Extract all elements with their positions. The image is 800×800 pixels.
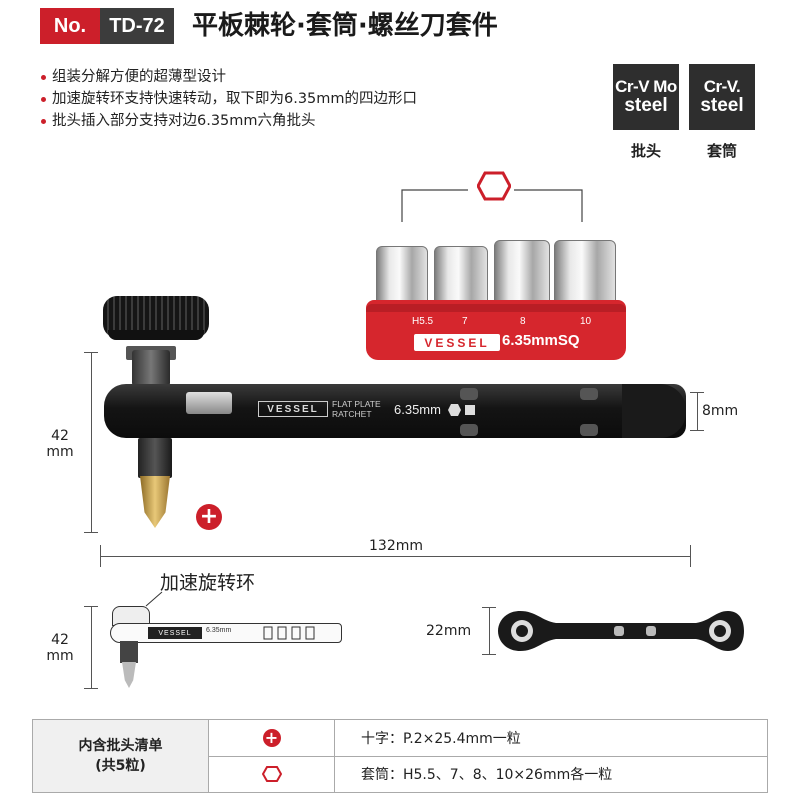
wrench-text-line2: RATCHET [332,409,372,419]
mini-wrench-text: 6.35mm [206,627,232,634]
table-row: 内含批头清单 (共5粒) + 十字：P.2×25.4mm一粒 [32,719,768,793]
rivet [580,388,598,400]
rivet [460,424,478,436]
hexagon-icon [477,171,511,201]
callout-arrow [145,591,163,607]
material-badge-bit: Cr-V Mo steel [613,64,679,130]
material-line2: steel [624,94,668,116]
product-title: 平板棘轮·套筒·螺丝刀套件 [192,11,498,41]
model-no-label: No. [40,8,100,44]
table-row: 套筒：H5.5、7、8、10×26mm各一粒 [33,755,768,793]
feature-item: 加速旋转环支持快速转动，取下即为6.35mm的四边形口 [41,88,562,110]
wrench-brand-logo: VESSEL [258,401,328,417]
rivet [580,424,598,436]
bit-contents-table: 内含批头清单 (共5粒) + 十字：P.2×25.4mm一粒 套筒：H5.5、7… [32,719,768,793]
speed-ring-base [108,330,204,340]
table-cell: 十字：P.2×25.4mm一粒 [334,719,768,757]
ratchet-clip [186,392,232,414]
holder-brand-logo: VESSEL [414,334,500,351]
socket-size-label: 8 [520,316,526,327]
material-line1: Cr-V. [703,77,741,97]
feature-item: 批头插入部分支持对边6.35mm六角批头 [41,110,562,132]
table-header: 内含批头清单 (共5粒) [32,719,209,793]
hex-square-icon [448,404,475,416]
material-badge-socket: Cr-V. steel [689,64,755,130]
ratchet-end [622,384,686,438]
dimension-line-height-small [91,606,92,689]
socket-bracket [401,189,583,222]
holder-drive-label: 6.35mmSQ [502,332,580,349]
height-dimension-label-small: 42 mm [46,632,74,664]
bit-holder [138,438,172,478]
mini-bit [122,662,136,688]
dimension-line-length [100,556,691,557]
ratchet-back-view [498,611,744,651]
phillips-plus-icon: + [196,504,222,530]
table-cell: 套筒：H5.5、7、8、10×26mm各一粒 [334,755,768,793]
socket-size-label: H5.5 [412,316,434,327]
mini-bit-holder [120,641,138,663]
wrench-size-label: 6.35mm [394,402,441,417]
socket-size-label: 10 [580,316,592,327]
material-line1: Cr-V Mo [615,77,677,97]
feature-item: 组装分解方便的超薄型设计 [41,66,562,88]
socket-size-label: 7 [462,316,468,327]
wrench-text-line1: FLAT PLATE [332,399,381,409]
dimension-line-height [91,352,92,533]
mini-rivets [263,626,315,640]
dimension-line-width [489,607,490,655]
hexagon-icon [261,766,282,783]
table-icon-cell: + [208,719,335,757]
mini-brand-logo: VESSEL [148,627,202,639]
table-icon-cell [208,755,335,793]
rivet [460,388,478,400]
thickness-dimension-label: 8mm [702,403,739,419]
material-caption-bit: 批头 [630,142,661,160]
socket-holder-band [366,304,626,312]
drive-post [132,350,170,386]
width-dimension-label: 22mm [426,623,472,639]
model-number: TD-72 [100,8,174,44]
height-dimension-label: 42 mm [46,428,74,460]
material-caption-socket: 套筒 [706,142,737,160]
feature-list: 组装分解方便的超薄型设计 加速旋转环支持快速转动，取下即为6.35mm的四边形口… [41,66,562,132]
length-dimension-label: 132mm [356,538,436,554]
speed-ring-callout: 加速旋转环 [160,572,256,594]
dimension-line-thickness [697,392,698,431]
material-line2: steel [700,94,744,116]
phillips-bit [140,476,170,528]
phillips-plus-icon: + [262,728,281,747]
